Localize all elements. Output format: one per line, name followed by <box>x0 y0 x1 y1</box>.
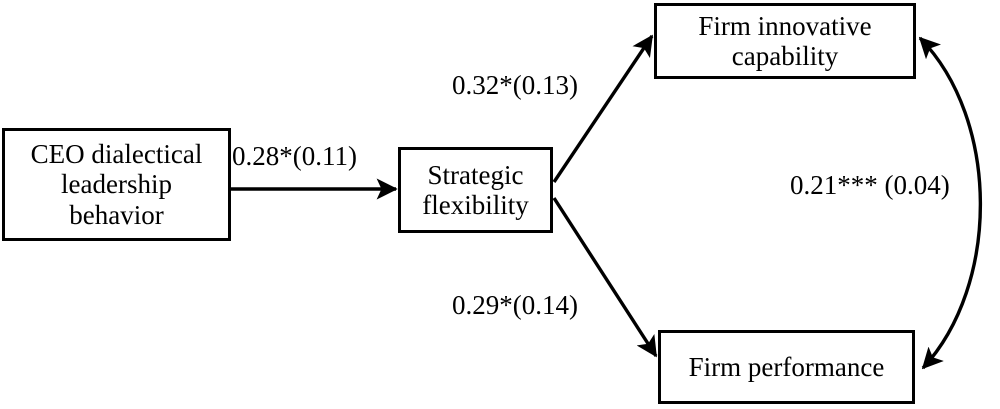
edge-strategic-to-innovative-capability <box>552 34 654 183</box>
node-strategic-flexibility-label: Strategic flexibility <box>422 159 529 220</box>
node-ceo-label: CEO dialectical leadership behavior <box>30 139 203 230</box>
edge-label-strategic-to-firm-performance: 0.29*(0.14) <box>452 290 578 320</box>
node-firm-innovative-capability-label: Firm innovative capability <box>698 10 872 71</box>
node-ceo-dialectical-leadership-behavior: CEO dialectical leadership behavior <box>2 128 231 241</box>
node-firm-performance: Firm performance <box>658 330 915 404</box>
node-firm-innovative-capability: Firm innovative capability <box>654 3 916 79</box>
edge-label-strategic-to-innovative-capability: 0.32*(0.13) <box>452 70 578 100</box>
node-strategic-flexibility: Strategic flexibility <box>398 147 553 233</box>
edge-innovative-capability-firm-performance-correlation <box>918 36 983 370</box>
edge-label-innovative-capability-firm-performance-correlation: 0.21*** (0.04) <box>790 170 950 200</box>
edge-label-ceo-to-strategic: 0.28*(0.11) <box>232 141 357 171</box>
edge-strategic-to-firm-performance <box>552 197 658 358</box>
node-firm-performance-label: Firm performance <box>688 351 885 382</box>
